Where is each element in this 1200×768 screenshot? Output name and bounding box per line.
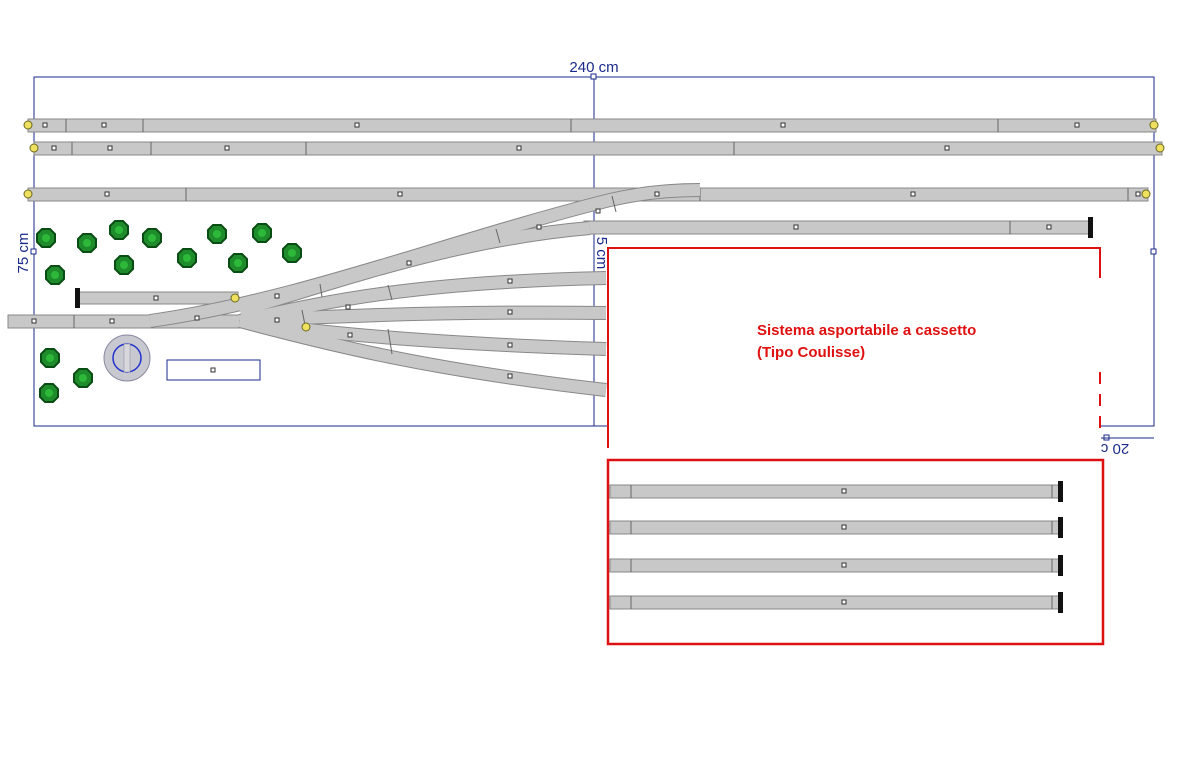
drawer-dimension-label: 20 c — [1100, 440, 1129, 457]
drawer-track-markers — [841, 488, 847, 605]
joint-markers — [23, 120, 1165, 332]
right-marker — [1150, 248, 1157, 255]
tree-icon — [142, 228, 162, 248]
width-dimension-label: 240 cm — [569, 59, 618, 76]
tree-icon — [77, 233, 97, 253]
tree-icon — [45, 265, 65, 285]
height-dimension-label: 75 cm — [15, 233, 32, 274]
rail-joiner-icon — [1141, 189, 1151, 199]
rail-joiner-icon — [29, 143, 39, 153]
buffer-stop-icon — [1058, 481, 1063, 502]
tree-icon — [114, 255, 134, 275]
tree-icon — [40, 348, 60, 368]
tree-icon — [109, 220, 129, 240]
rail-joiner-icon — [230, 293, 240, 303]
buffer-stop-icon — [1088, 217, 1093, 238]
tree-icon — [282, 243, 302, 263]
building-marker — [210, 367, 216, 373]
siding-track-upper — [583, 220, 1093, 235]
drawer-note-line1: Sistema asportabile a cassetto — [757, 322, 976, 339]
tree-icon — [207, 224, 227, 244]
rail-joiner-icon — [1155, 143, 1165, 153]
rail-joiner-icon — [1149, 120, 1159, 130]
drawer-track-2 — [609, 520, 1063, 535]
drawer-note-line2: (Tipo Coulisse) — [757, 344, 865, 361]
track-line-1 — [27, 118, 1157, 133]
buffer-stop-icon — [1058, 592, 1063, 613]
buffer-stops — [75, 217, 1093, 308]
turntable-icon — [103, 334, 151, 382]
track-line-2 — [33, 141, 1163, 156]
buffer-stop-icon — [75, 288, 80, 308]
tree-icon — [228, 253, 248, 273]
left-marker — [30, 248, 37, 255]
tree-icon — [39, 383, 59, 403]
rail-joiner-icon — [23, 120, 33, 130]
tree-icon — [252, 223, 272, 243]
drawer-track-4 — [609, 595, 1063, 610]
drawer-track-joints — [630, 485, 1053, 609]
center-top-marker — [590, 73, 597, 80]
drawer-track-1 — [609, 484, 1063, 499]
drawer-tracks — [609, 484, 1063, 610]
dimension-lines — [30, 73, 1157, 441]
drawer-upper-area — [607, 247, 1101, 448]
drawer-buffer-stops — [1058, 481, 1063, 613]
buffer-stop-icon — [1058, 517, 1063, 538]
center-dimension-label: 5 cm — [593, 237, 610, 270]
buffer-stop-icon — [1058, 555, 1063, 576]
drawer-track-3 — [609, 558, 1063, 573]
rail-joiner-icon — [301, 322, 311, 332]
rail-joiner-icon — [23, 189, 33, 199]
track-markers — [31, 122, 1141, 379]
tree-icon — [177, 248, 197, 268]
tree-icon — [73, 368, 93, 388]
tree-icon — [36, 228, 56, 248]
